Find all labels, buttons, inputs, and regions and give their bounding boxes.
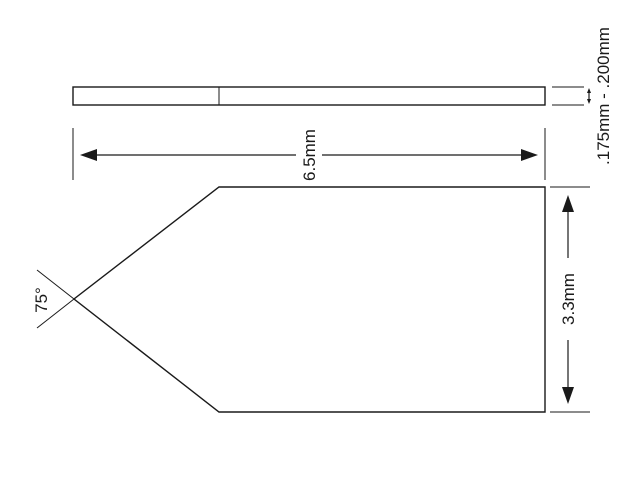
tip-angle-dimension: 75° <box>32 269 75 329</box>
side-view-outline <box>72 86 546 106</box>
width-arrowhead-top <box>562 195 574 212</box>
thickness-arrowhead-top <box>587 88 591 93</box>
thickness-arrowhead-bottom <box>587 99 591 104</box>
angle-extension-lower <box>36 298 75 329</box>
top-view <box>72 186 546 413</box>
thickness-label: .175mm - .200mm <box>594 27 613 165</box>
width-arrowhead-bottom <box>562 387 574 404</box>
angle-extension-upper <box>36 269 75 300</box>
width-label: 3.3mm <box>559 273 578 325</box>
tip-angle-label: 75° <box>32 287 51 313</box>
thickness-dimension: .175mm - .200mm <box>552 27 613 165</box>
length-label: 6.5mm <box>300 129 319 181</box>
blade-outline <box>72 186 546 413</box>
width-dimension: 3.3mm <box>550 186 590 413</box>
length-arrowhead-left <box>80 149 97 161</box>
length-dimension: 6.5mm <box>72 128 546 181</box>
side-view <box>72 86 546 106</box>
length-arrowhead-right <box>521 149 538 161</box>
